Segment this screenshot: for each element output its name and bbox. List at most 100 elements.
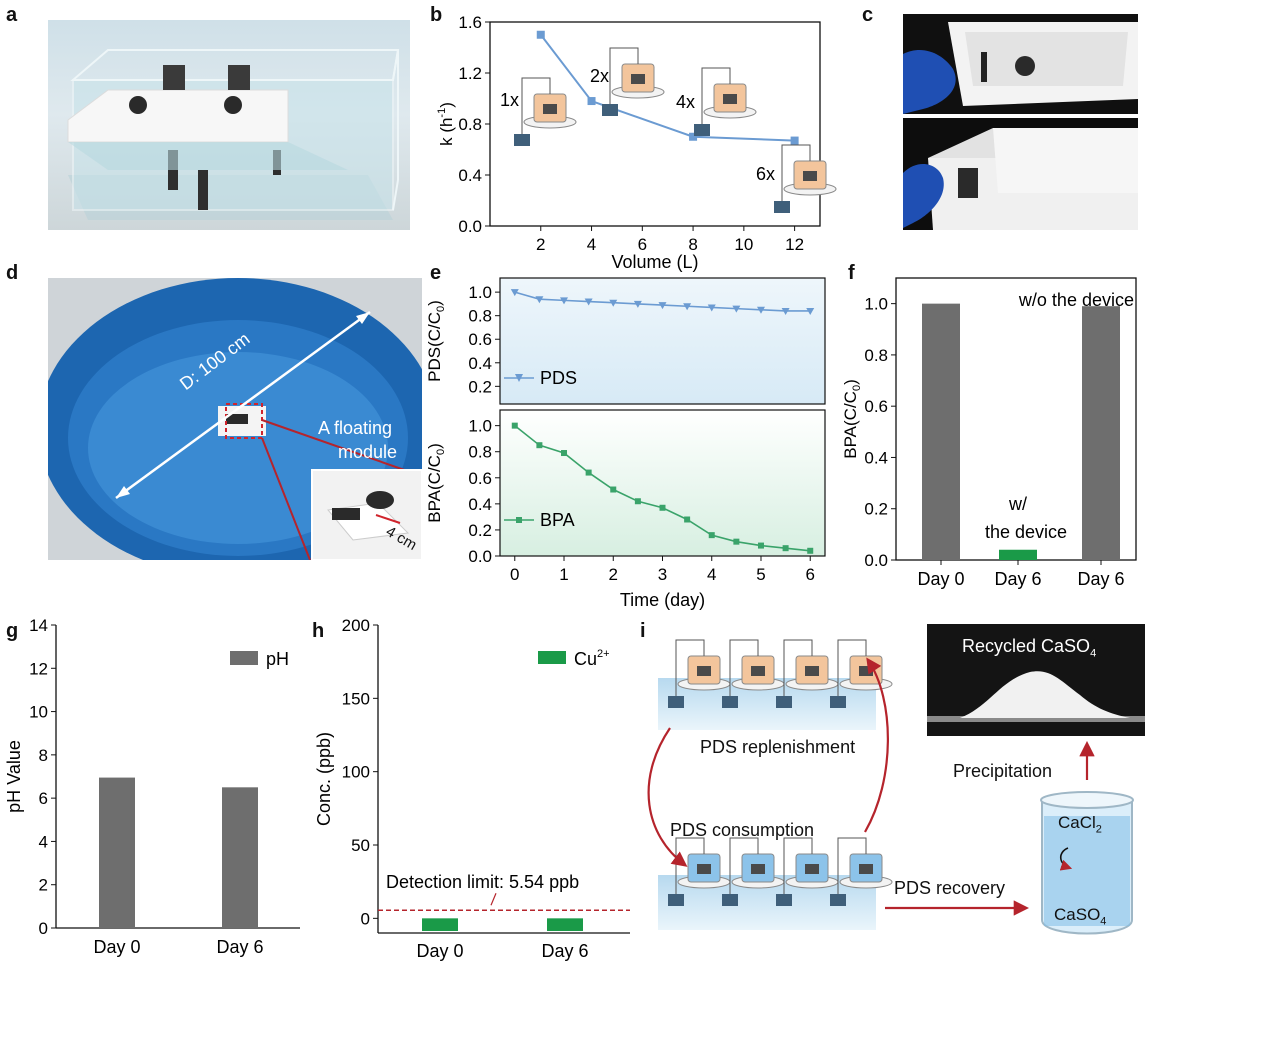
b-point [790,136,799,145]
h-ylabel: Conc. (ppb) [314,732,334,826]
recycled-text: Recycled CaSO [962,636,1091,656]
e-bottom-frame [499,409,826,557]
b-ylabel: k (h-1) [436,102,456,146]
caso-sub: 4 [1100,915,1107,928]
b-series-line [539,34,795,142]
h-bar [547,918,583,931]
g-bar [99,777,135,928]
caso-text: CaSO [1054,905,1101,924]
i-bottom-beaker-panel [776,894,792,906]
e-top-point [633,300,642,308]
b-beaker-wire [781,144,811,203]
e-xtick-label: 1 [559,565,568,584]
e-top-point [535,296,544,304]
f-ytick-label: 0.8 [864,346,888,365]
g-legend-label: pH [266,649,289,669]
e-top-point [560,297,569,305]
b-beaker-sponge [723,94,737,104]
b-ytick-label: 0.8 [458,115,482,134]
caso4-label: CaSO4 [1054,905,1106,927]
i-bottom-beaker-sponge [751,864,765,874]
h-detection-label: Detection limit: 5.54 ppb [386,872,579,892]
h-ytick-label: 100 [342,763,370,782]
b-xlabel: Volume (L) [611,252,698,272]
e-bottom-point [585,469,592,476]
floating-module-label-1: A floating [318,418,393,438]
e-xtick-label: 5 [756,565,765,584]
g-ytick-label: 10 [29,703,48,722]
h-ytick-label: 0 [361,909,370,928]
i-top-beaker-sponge [751,666,765,676]
floating-module-label-2: module [338,442,398,462]
i-bottom-beaker-sponge [805,864,819,874]
panel-letter-i: i [640,620,646,642]
f-annotation-with-2: the device [985,522,1067,542]
panel-letter-b: b [430,4,443,26]
e-top-point [683,303,692,311]
e-xtick-label: 6 [805,565,814,584]
f-annotation-with-1: w/ [1008,494,1027,514]
h-ytick-label: 200 [342,616,370,635]
g-ytick-label: 12 [29,659,48,678]
e-top-legend-label: PDS [540,368,577,388]
b-beaker-sponge [631,74,645,84]
b-ytick-label: 1.6 [458,13,482,32]
g-ytick-label: 4 [39,832,48,851]
box-closed-drawing [903,118,1138,230]
i-bottom-beaker-wire [675,837,705,896]
consumption-label: PDS consumption [670,820,815,840]
b-beaker-panel [602,104,618,116]
b-beaker-panel [774,201,790,213]
g-ytick-label: 0 [39,919,48,938]
replenishment-label: PDS replenishment [700,737,856,757]
e-bottom-ylabel: BPA(C/C0) [425,443,447,523]
e-top-ytick-label: 1.0 [468,283,492,302]
panel-letter-a: a [6,4,18,26]
b-point [536,30,545,39]
e-xtick-label: 3 [658,565,667,584]
e-top-point [732,305,741,313]
f-bar [999,549,1037,560]
i-top-beaker-wire [783,639,813,698]
b-beaker-wire [609,47,639,106]
panel-letter-e: e [430,262,442,284]
b-annotation: 2x [590,66,609,86]
chart-e: 0.20.40.60.81.0PDSPDS(C/C0)0.00.20.40.60… [425,277,826,610]
panel-letter-c: c [862,4,874,26]
g-ylabel: pH Value [4,740,24,813]
e-bottom-point [659,504,666,511]
pool-photo: D: 100 cm A floating module 4 cm [48,278,422,560]
b-beaker-wire [701,67,731,126]
e-top-point [510,289,519,297]
cacl2-label: CaCl2 [1058,813,1102,835]
h-category-label: Day 6 [541,941,588,961]
h-ytick-label: 50 [351,836,370,855]
h-legend-swatch [538,651,566,664]
b-ytick-label: 1.2 [458,64,482,83]
e-bottom-ytick-label: 0.6 [468,469,492,488]
f-ylabel: BPA(C/C0) [841,379,863,459]
b-annotation: 6x [756,164,775,184]
h-ytick-label: 150 [342,689,370,708]
i-bottom-beaker-panel [668,894,684,906]
panel-letter-g: g [6,620,19,642]
schematic-i: PDS replenishment PDS consumption PDS re… [640,620,1260,950]
b-annotation: 1x [500,90,519,110]
e-bottom-point [511,422,518,429]
i-top-beaker-panel [776,696,792,708]
e-xtick-label: 2 [609,565,618,584]
h-bar [422,918,458,931]
b-beaker-panel [514,134,530,146]
f-annotation-without: w/o the device [1018,290,1134,310]
g-bar [222,787,258,928]
b-ytick-label: 0.0 [458,217,482,236]
e-top-point [756,306,765,314]
e-top-point [781,307,790,315]
i-top-beaker-sponge [805,666,819,676]
recycle-diagram [647,624,1145,935]
f-ytick-label: 0.4 [864,448,888,467]
panel-letter-d: d [6,262,19,284]
